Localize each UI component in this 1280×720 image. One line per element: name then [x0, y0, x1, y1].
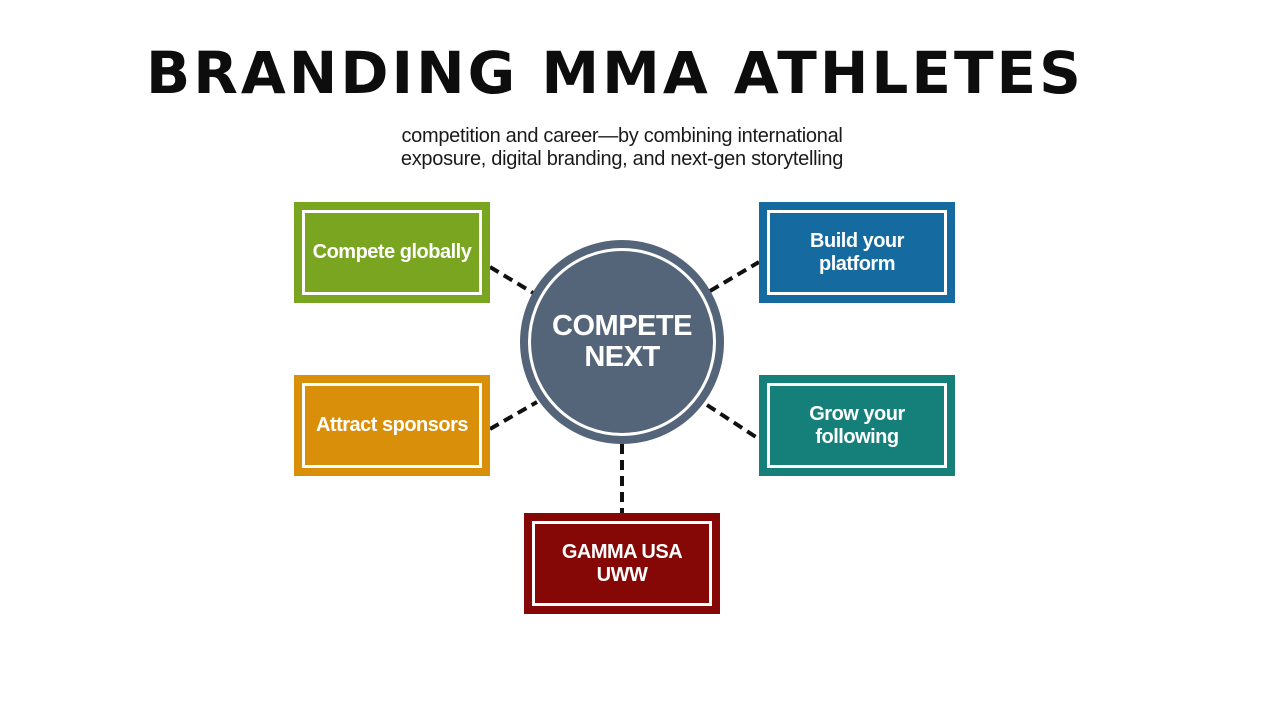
node-label-line-1: GAMMA USA [561, 540, 683, 563]
connector-compete-globally [488, 265, 537, 296]
node-label-line-2: UWW [596, 563, 648, 586]
node-frame [767, 210, 947, 295]
hub-label: COMPETE NEXT [520, 240, 724, 444]
node-label: Build your platform [796, 230, 918, 276]
node-label-line-1: Attract sponsors [315, 414, 469, 436]
hub-compete-next: COMPETE NEXT [520, 240, 724, 444]
node-label-line-2: platform [818, 252, 895, 275]
hub-label-line-2: NEXT [584, 341, 660, 373]
connector-build-platform [708, 260, 761, 293]
subtitle-line-2: exposure, digital branding, and next-gen… [400, 148, 844, 170]
subtitle-line-1: competition and career—by combining inte… [401, 125, 843, 147]
node-compete-globally: Compete globally [294, 202, 490, 303]
node-attract-sponsors: Attract sponsors [294, 375, 490, 476]
connector-grow-following [705, 403, 761, 441]
hub-ring [528, 248, 716, 436]
node-label-line-1: Build your [810, 229, 904, 252]
node-grow-following: Grow your following [759, 375, 955, 476]
node-gamma-usa-uww: GAMMA USA UWW [524, 513, 720, 614]
node-frame [532, 521, 712, 606]
subtitle: competition and career—by combining inte… [360, 125, 884, 171]
node-label-line-1: Compete globally [312, 241, 472, 263]
node-label-line-1: Grow your [809, 402, 905, 425]
hub-label-line-1: COMPETE [552, 310, 692, 342]
node-build-platform: Build your platform [759, 202, 955, 303]
node-label-line-2: following [815, 425, 899, 448]
page-title: BRANDING MMA ATHLETES [146, 39, 1084, 107]
node-label: GAMMA USA UWW [548, 541, 696, 587]
node-label: Attract sponsors [302, 414, 482, 437]
node-label: Compete globally [299, 241, 486, 264]
node-frame [767, 383, 947, 468]
node-frame [302, 383, 482, 468]
node-frame [302, 210, 482, 295]
node-label: Grow your following [795, 403, 919, 449]
connector-attract-sponsors [489, 400, 538, 431]
